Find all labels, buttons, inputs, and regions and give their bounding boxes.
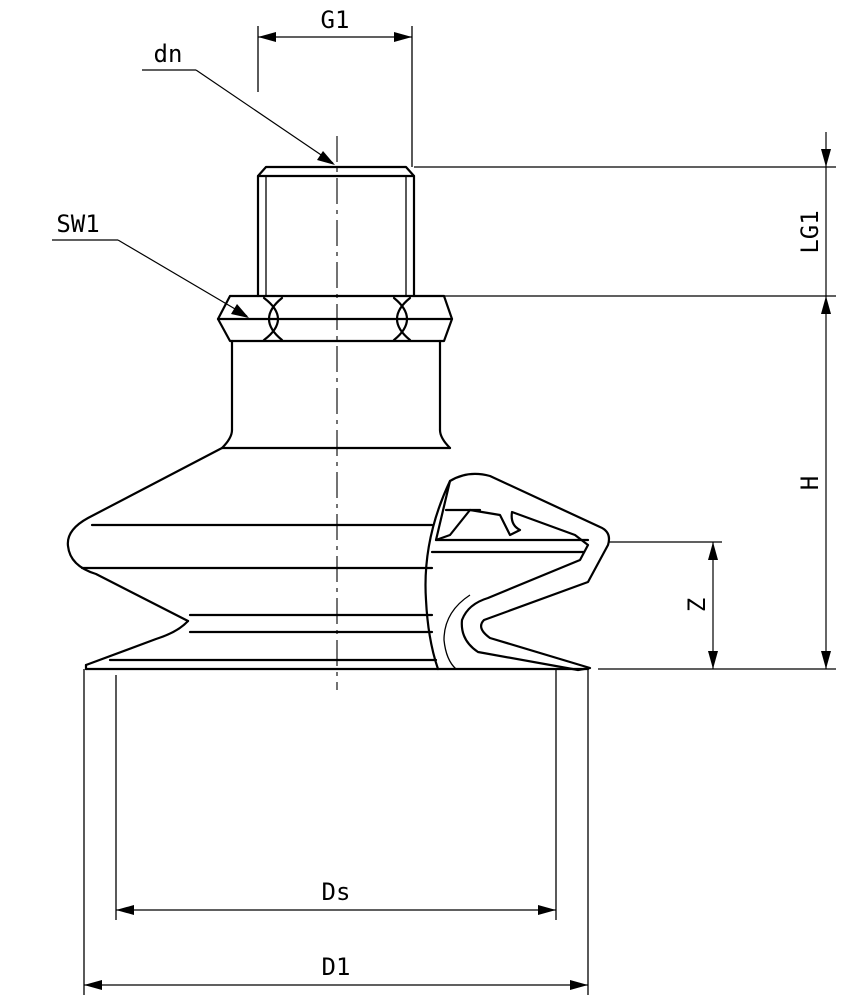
label-z: Z bbox=[683, 598, 711, 612]
dimension-ds bbox=[116, 905, 556, 915]
label-sw1: SW1 bbox=[56, 210, 99, 238]
dimension-g1 bbox=[258, 32, 412, 42]
collar bbox=[220, 339, 452, 450]
dimension-lg1 bbox=[821, 132, 831, 296]
dimension-d1 bbox=[84, 980, 588, 990]
dimension-z bbox=[708, 542, 718, 669]
hex-nut bbox=[216, 294, 454, 343]
threaded-stem bbox=[256, 165, 416, 298]
bellows-body bbox=[66, 446, 471, 671]
leader-dn bbox=[142, 69, 335, 165]
dimension-h bbox=[821, 296, 831, 669]
label-dn: dn bbox=[154, 40, 183, 68]
section-cut bbox=[430, 472, 611, 672]
label-ds: Ds bbox=[322, 878, 351, 906]
label-lg1: LG1 bbox=[796, 210, 824, 253]
label-g1: G1 bbox=[321, 6, 350, 34]
leader-sw1 bbox=[52, 239, 249, 318]
label-h: H bbox=[796, 476, 824, 490]
extension-lines bbox=[83, 26, 836, 995]
label-d1: D1 bbox=[322, 953, 351, 981]
